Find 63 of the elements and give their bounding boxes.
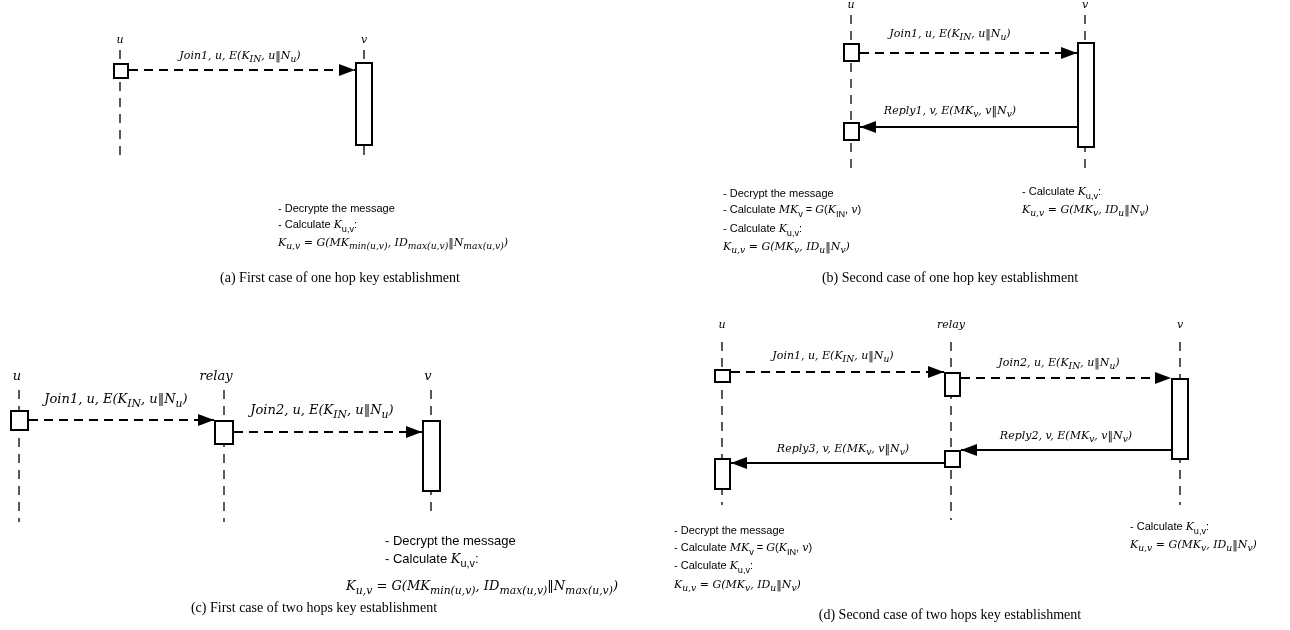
figure-caption: (d) Second case of two hops key establishment <box>818 607 1082 623</box>
formula-text: K$_{u,v}$ = G(MK$_{min(u,v)}$, ID$_{max(u,v)}$‖N$_{max(u,v)}$) <box>346 579 618 597</box>
activation-box <box>944 372 961 397</box>
message-arrow <box>233 426 423 438</box>
message-arrow <box>960 372 1172 384</box>
participant-name: relay <box>199 368 233 384</box>
activation-bar <box>1077 42 1095 148</box>
participant-name: v <box>360 33 368 47</box>
note-text: - Calculate MK$_{v}$ = G(K$_{IN}$, v) <box>723 203 862 219</box>
note-text: - Decrypt the message <box>674 523 785 537</box>
participant-name: relay <box>936 318 966 332</box>
edge-label: Join1, u, E(K$_{IN}$, u‖N$_{u}$) <box>44 392 188 410</box>
note-text: - Calculate K$_{u,v}$: <box>674 559 754 575</box>
formula-text: K$_{u,v}$ = G(MK$_{v}$, ID$_{u}$‖N$_{v}$) <box>674 578 801 594</box>
edge-label: Join1, u, E(K$_{IN}$, u‖N$_{u}$) <box>179 49 301 65</box>
formula-text: K$_{u,v}$ = G(MK$_{v}$, ID$_{u}$‖N$_{v}$) <box>1022 203 1149 219</box>
edge-label: Reply3, v, E(MK$_{v}$, v‖N$_{v}$) <box>776 442 910 458</box>
message-arrow <box>960 444 1172 456</box>
activation-bar <box>1171 378 1189 460</box>
note-text: - Calculate K$_{u,v}$: <box>385 552 479 570</box>
figure-caption: (a) First case of one hop key establishment <box>220 270 460 286</box>
activation-box <box>944 450 961 468</box>
participant-name: u <box>847 0 855 12</box>
formula-text: K$_{u,v}$ = G(MK$_{min(u,v)}$, ID$_{max(u,v)}$‖N$_{max(u,v)}$) <box>278 236 509 252</box>
participant-name: u <box>718 318 726 332</box>
activation-box <box>113 63 129 79</box>
formula-text: K$_{u,v}$ = G(MK$_{v}$, ID$_{u}$‖N$_{v}$) <box>723 240 850 256</box>
activation-box <box>714 369 731 383</box>
participant-name: v <box>424 368 432 384</box>
activation-box <box>714 458 731 490</box>
message-arrow <box>859 47 1078 59</box>
message-arrow <box>730 366 945 378</box>
note-text: - Calculate K$_{u,v}$: <box>1130 520 1210 536</box>
participant-name: u <box>12 368 22 384</box>
activation-box <box>214 420 234 445</box>
activation-bar <box>355 62 373 146</box>
edge-label: Reply2, v, E(MK$_{v}$, v‖N$_{v}$) <box>999 429 1133 445</box>
message-arrow <box>859 121 1078 133</box>
activation-box <box>10 410 29 431</box>
note-text: - Decrypte the message <box>278 201 395 215</box>
edge-label: Reply1, v, E(MK$_{v}$, v‖N$_{v}$) <box>883 104 1017 120</box>
note-text: - Calculate K$_{u,v}$: <box>1022 185 1102 201</box>
participant-name: v <box>1081 0 1089 12</box>
note-text: - Calculate K$_{u,v}$: <box>723 222 803 238</box>
note-text: - Calculate K$_{u,v}$: <box>278 218 358 234</box>
note-text: - Calculate MK$_{v}$ = G(K$_{IN}$, v) <box>674 541 813 557</box>
message-arrow <box>128 64 356 76</box>
message-arrow <box>730 457 945 469</box>
message-arrow <box>28 414 215 426</box>
edge-label: Join2, u, E(K$_{IN}$, u‖N$_{u}$) <box>998 356 1120 372</box>
participant-name: u <box>116 33 124 47</box>
edge-label: Join1, u, E(K$_{IN}$, u‖N$_{u}$) <box>889 27 1011 43</box>
note-text: - Decrypt the message <box>723 186 834 200</box>
formula-text: K$_{u,v}$ = G(MK$_{v}$, ID$_{u}$‖N$_{v}$) <box>1130 538 1257 554</box>
edge-label: Join1, u, E(K$_{IN}$, u‖N$_{u}$) <box>772 349 894 365</box>
edge-label: Join2, u, E(K$_{IN}$, u‖N$_{u}$) <box>250 403 394 421</box>
figure-caption: (c) First case of two hops key establishment <box>190 600 438 616</box>
note-text: - Decrypt the message <box>385 533 516 549</box>
activation-box <box>843 43 860 62</box>
activation-bar <box>422 420 441 492</box>
figure-caption: (b) Second case of one hop key establishment <box>821 270 1079 286</box>
participant-name: v <box>1176 318 1184 332</box>
activation-box <box>843 122 860 141</box>
